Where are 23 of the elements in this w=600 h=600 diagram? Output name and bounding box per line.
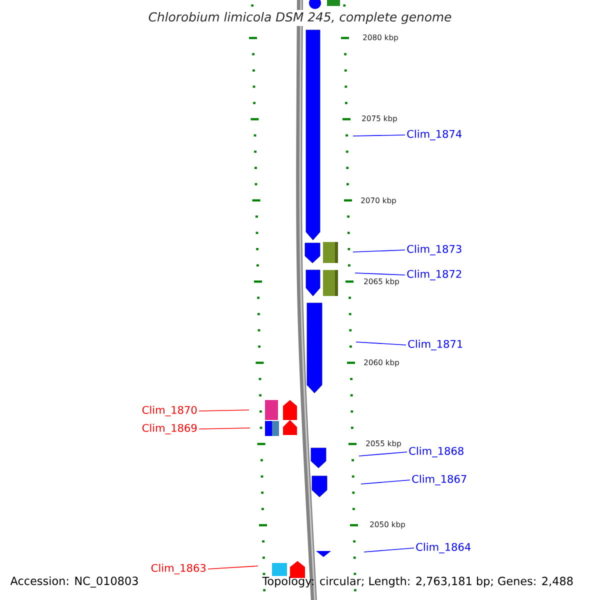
gene-label: Clim_1869 xyxy=(142,424,197,434)
gene-label: Clim_1870 xyxy=(142,406,197,416)
leader-line xyxy=(354,272,406,276)
gene-label: Clim_1873 xyxy=(407,244,462,256)
gene-label: Clim_1871 xyxy=(408,340,462,350)
gene-label: Clim_1864 xyxy=(416,542,471,554)
gene-label: Clim_1874 xyxy=(407,130,462,140)
leader-line xyxy=(352,134,406,136)
gene-label: Clim_1863 xyxy=(151,564,206,574)
leader-line xyxy=(358,452,408,456)
info-text: Topology: circular; Length: 2,763,181 bp; Genes: 2,488 xyxy=(262,576,573,588)
leader-line xyxy=(356,342,406,346)
title: Chlorobium limicola DSM 245, complete genome xyxy=(146,10,454,26)
leader-line xyxy=(364,548,414,552)
leader-line xyxy=(198,428,250,430)
leader-line xyxy=(360,480,410,484)
info-text: Accession: NC_010803 xyxy=(10,576,138,588)
gene-label: Clim_1868 xyxy=(409,446,464,458)
leader-line xyxy=(352,250,406,252)
gene-label: Clim_1872 xyxy=(407,270,462,280)
leader-line xyxy=(198,410,250,412)
gene-label: Clim_1867 xyxy=(412,474,466,486)
leader-line xyxy=(208,566,258,570)
